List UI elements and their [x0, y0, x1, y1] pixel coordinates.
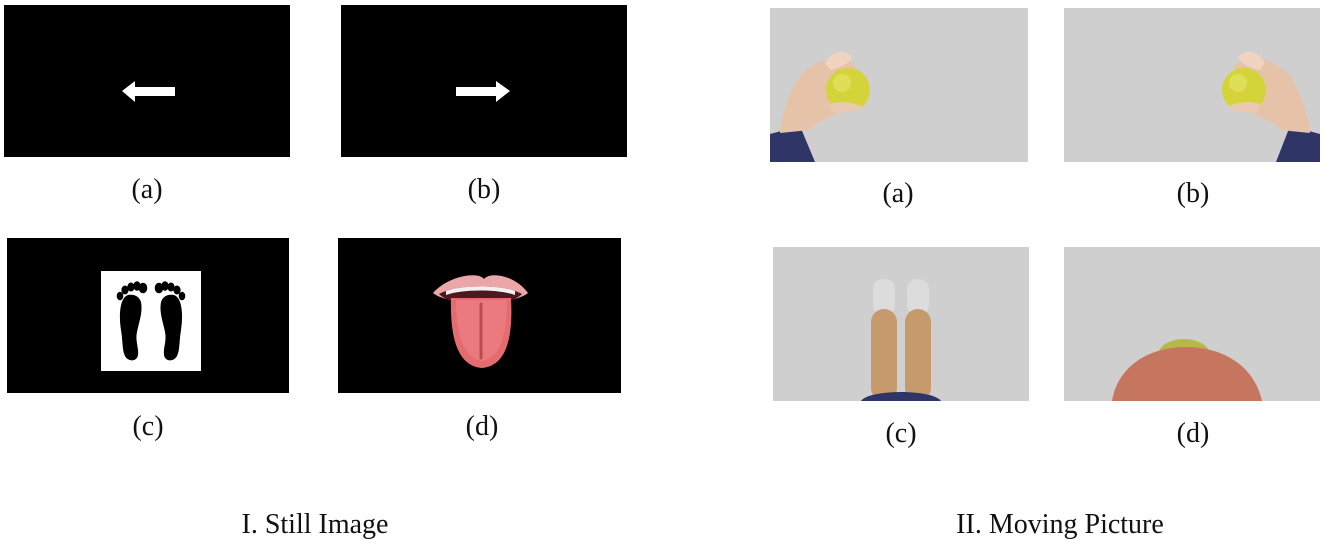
moving-section-title: II. Moving Picture	[956, 509, 1164, 540]
left-hand-ball-icon	[770, 51, 870, 162]
moving-label-c: (c)	[885, 418, 917, 449]
still-panel-d	[338, 238, 621, 393]
right-arrow-icon	[456, 81, 510, 102]
still-label-a: (a)	[131, 174, 163, 205]
moving-panel-a	[770, 8, 1028, 162]
moving-panel-c	[773, 247, 1029, 401]
still-panel-a	[4, 5, 290, 157]
still-label-b: (b)	[467, 174, 501, 205]
still-section-title: I. Still Image	[241, 509, 389, 540]
tongue-icon	[433, 275, 528, 368]
head-tongue-icon	[1112, 339, 1262, 401]
moving-label-a: (a)	[882, 178, 914, 209]
right-hand-ball-icon	[1222, 51, 1320, 162]
moving-panel-b	[1064, 8, 1320, 162]
still-panel-c	[7, 238, 289, 393]
moving-label-d: (d)	[1176, 418, 1210, 449]
still-panel-b	[341, 5, 627, 157]
still-label-d: (d)	[465, 411, 499, 442]
left-arrow-icon	[122, 81, 175, 102]
legs-icon	[861, 279, 941, 401]
moving-label-b: (b)	[1176, 178, 1210, 209]
moving-panel-d	[1064, 247, 1320, 401]
footprints-icon	[101, 271, 201, 371]
still-label-c: (c)	[132, 411, 164, 442]
